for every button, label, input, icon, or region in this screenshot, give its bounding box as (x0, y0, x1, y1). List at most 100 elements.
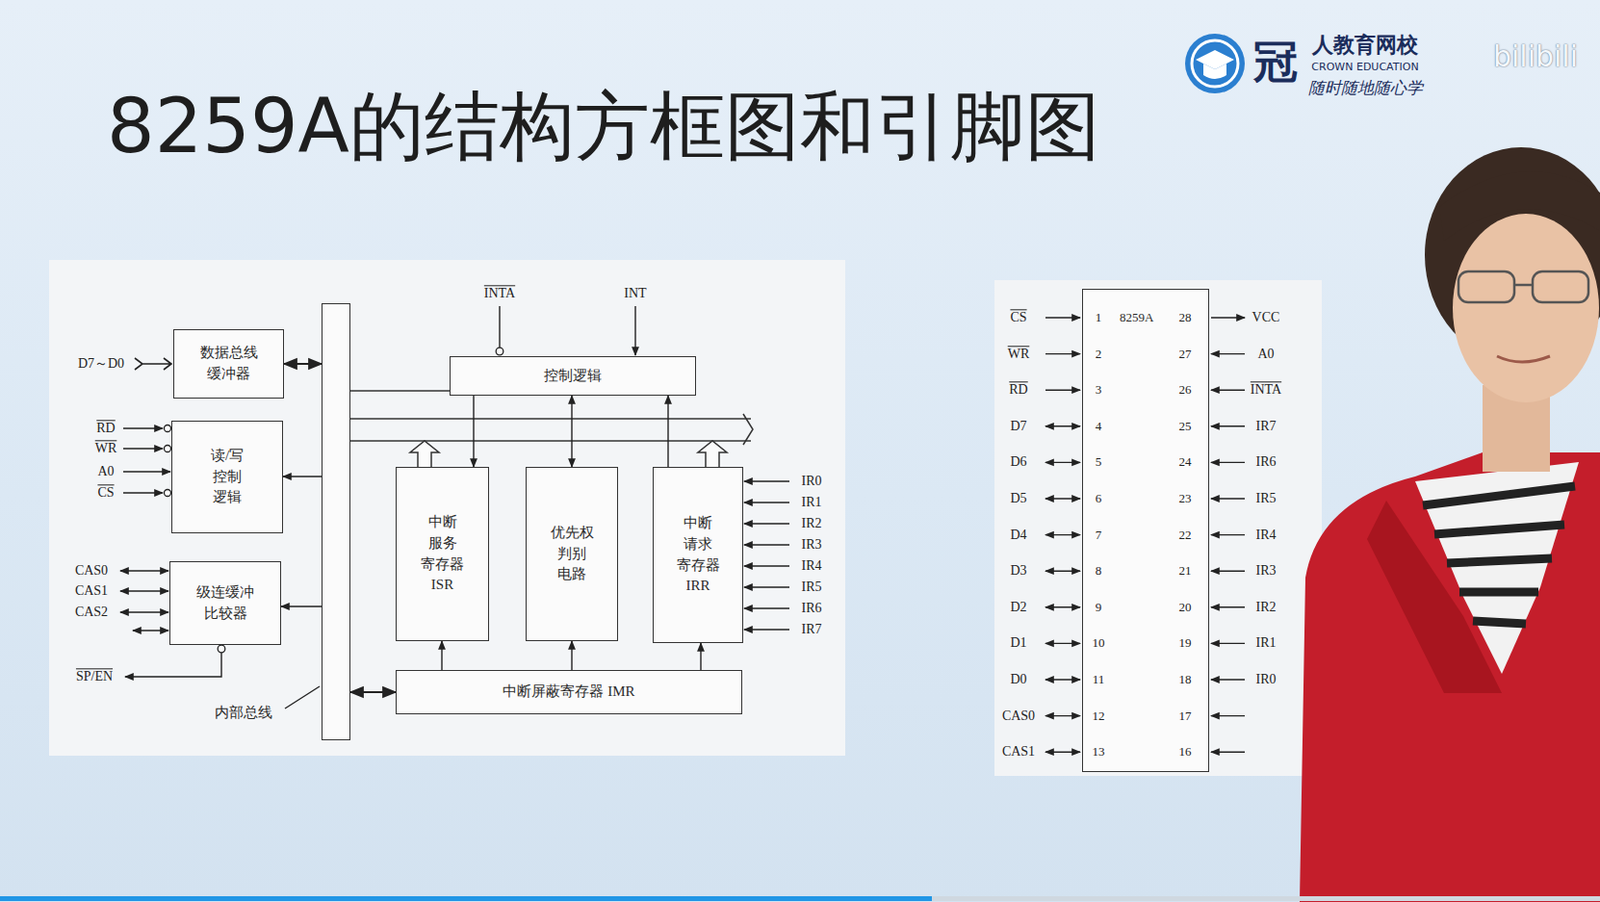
watermark: bilibili (1493, 40, 1578, 73)
pin-number: 20 (1179, 600, 1192, 615)
pin-name: D5 (1009, 490, 1027, 506)
register-box: 中断 请求 寄存器 IRR (652, 466, 744, 644)
pin-name: IR0 (1256, 671, 1277, 687)
signal-label: A0 (97, 464, 114, 479)
register-box: 中断屏蔽寄存器 IMR (395, 670, 743, 715)
pin-number: 3 (1095, 383, 1103, 397)
signal-label: IR2 (801, 516, 823, 531)
signal-label: WR (95, 440, 118, 456)
pin-name: D7 (1009, 418, 1027, 434)
node-text: 内部总线 (214, 702, 273, 724)
internal-bus: 内部总线 (321, 303, 351, 741)
connector (667, 395, 669, 467)
node-text: 控制逻辑 (543, 365, 602, 388)
connector (699, 643, 701, 671)
pin-name: D6 (1009, 455, 1027, 470)
pin-number: 28 (1179, 310, 1192, 325)
signal-label: IR3 (801, 537, 823, 552)
signal-label: SP/EN (76, 669, 113, 684)
pin-name: D2 (1009, 599, 1027, 615)
hollow-arrow (410, 440, 439, 467)
pin-name: CAS1 (1002, 744, 1035, 759)
node-text: 读/写 控制 逻辑 (206, 445, 248, 509)
signal-label: INTA (484, 285, 516, 301)
logo-text: 人教育网校 (1312, 33, 1419, 57)
priority-box: 优先权 判别 电路 (525, 466, 619, 642)
pin-number: 7 (1095, 527, 1103, 542)
slide-title: 8259A的结构方框图和引脚图 (106, 88, 1101, 164)
logo-text: 冠 (1253, 37, 1298, 87)
connector (281, 605, 322, 607)
pin-name: D0 (1009, 671, 1027, 687)
logo-text: 随时随地随心学 (1308, 79, 1423, 99)
pin-name: A0 (1257, 346, 1274, 362)
pin-number: 8 (1095, 564, 1103, 578)
signal-label: IR7 (801, 621, 823, 637)
pin-number: 2 (1095, 346, 1103, 361)
signal-label: D7～D0 (77, 356, 125, 371)
pin-number: 25 (1179, 419, 1192, 434)
pin-name: D4 (1009, 527, 1027, 542)
pin-number: 11 (1092, 672, 1106, 687)
node-text: 中断屏蔽寄存器 IMR (502, 681, 635, 703)
control-box: 读/写 控制 逻辑 (171, 420, 284, 534)
pin-name: IR1 (1256, 636, 1277, 651)
pin-name: CS (1009, 309, 1027, 325)
pin-name: WR (1007, 346, 1031, 362)
signal-label: IR0 (801, 473, 823, 489)
pin-name: IR6 (1256, 455, 1277, 470)
pin-number: 18 (1179, 672, 1192, 687)
signal-label: IR5 (801, 579, 823, 594)
pin-name: VCC (1252, 309, 1281, 325)
pinout-panel (994, 280, 1322, 776)
presenter (1299, 147, 1600, 902)
pin-name: CAS0 (1002, 708, 1035, 723)
pin-name: INTA (1250, 382, 1282, 397)
connector (570, 641, 572, 671)
signal-label: IR4 (801, 558, 823, 573)
pin-number: 21 (1179, 564, 1192, 578)
pin-number: 27 (1179, 346, 1192, 361)
pin-number: 1 (1095, 310, 1103, 325)
pin-number: 12 (1092, 708, 1106, 723)
signal-label: CAS1 (75, 583, 108, 598)
pin-number: 10 (1092, 636, 1106, 650)
pin-name: IR4 (1256, 527, 1277, 542)
signal-label: CAS0 (75, 563, 108, 578)
diagram-panel (49, 259, 846, 756)
connector (570, 395, 572, 467)
pin-number: 17 (1179, 708, 1192, 723)
signal-label: RD (96, 420, 115, 436)
connector (283, 362, 322, 365)
connector (440, 641, 442, 671)
pin-name: RD (1008, 382, 1028, 397)
connector (283, 475, 322, 477)
progress-bar (0, 896, 932, 902)
pin-number: 16 (1179, 745, 1192, 759)
signal-label: CAS2 (75, 604, 108, 620)
pin-number: 24 (1179, 455, 1192, 469)
pin-name: D1 (1009, 636, 1027, 651)
node-text: 优先权 判别 电路 (547, 522, 596, 586)
pin-number: 19 (1179, 636, 1192, 650)
pin-name: IR3 (1256, 563, 1277, 578)
signal-label: IR6 (801, 600, 823, 616)
progress-track (0, 896, 1600, 902)
signal-label: IR1 (801, 494, 823, 510)
pin-name: IR5 (1256, 490, 1277, 506)
node-text: 中断 服务 寄存器 ISR (418, 512, 467, 596)
hollow-arrow (697, 440, 727, 467)
logo-text: CROWN EDUCATION (1311, 61, 1419, 74)
signal-label: INT (623, 285, 646, 301)
pin-name: IR2 (1256, 599, 1277, 615)
pin-number: 4 (1095, 419, 1103, 434)
cascade-box: 级连缓冲 比较器 (169, 561, 282, 646)
connector (350, 691, 396, 694)
pin-number: 13 (1092, 745, 1106, 759)
pin-name: IR7 (1256, 418, 1277, 434)
node-text: 中断 请求 寄存器 IRR (673, 513, 723, 597)
control-box: 控制逻辑 (449, 356, 697, 396)
pin-name: D3 (1009, 563, 1027, 578)
pin-number: 22 (1179, 527, 1192, 542)
pin-number: 9 (1095, 600, 1103, 615)
